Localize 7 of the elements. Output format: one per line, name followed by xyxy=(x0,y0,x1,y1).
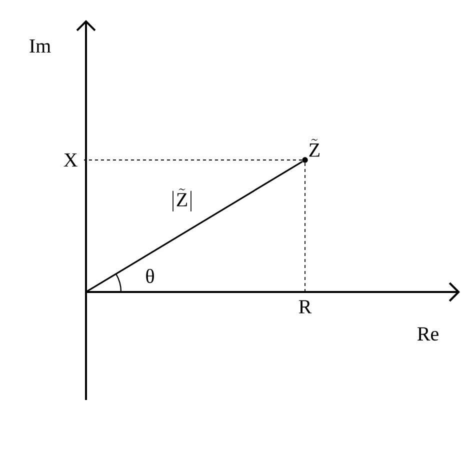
axis-value-label: X xyxy=(64,153,78,167)
axis-value-label: R xyxy=(298,300,312,314)
angle-label: θ xyxy=(146,268,154,284)
dashed-line xyxy=(304,162,306,292)
axis-label: Re xyxy=(417,327,438,341)
axis-label: Im xyxy=(30,39,51,53)
edge-label: $|\tilde{\mathrm{Z}}|$ xyxy=(169,188,195,212)
